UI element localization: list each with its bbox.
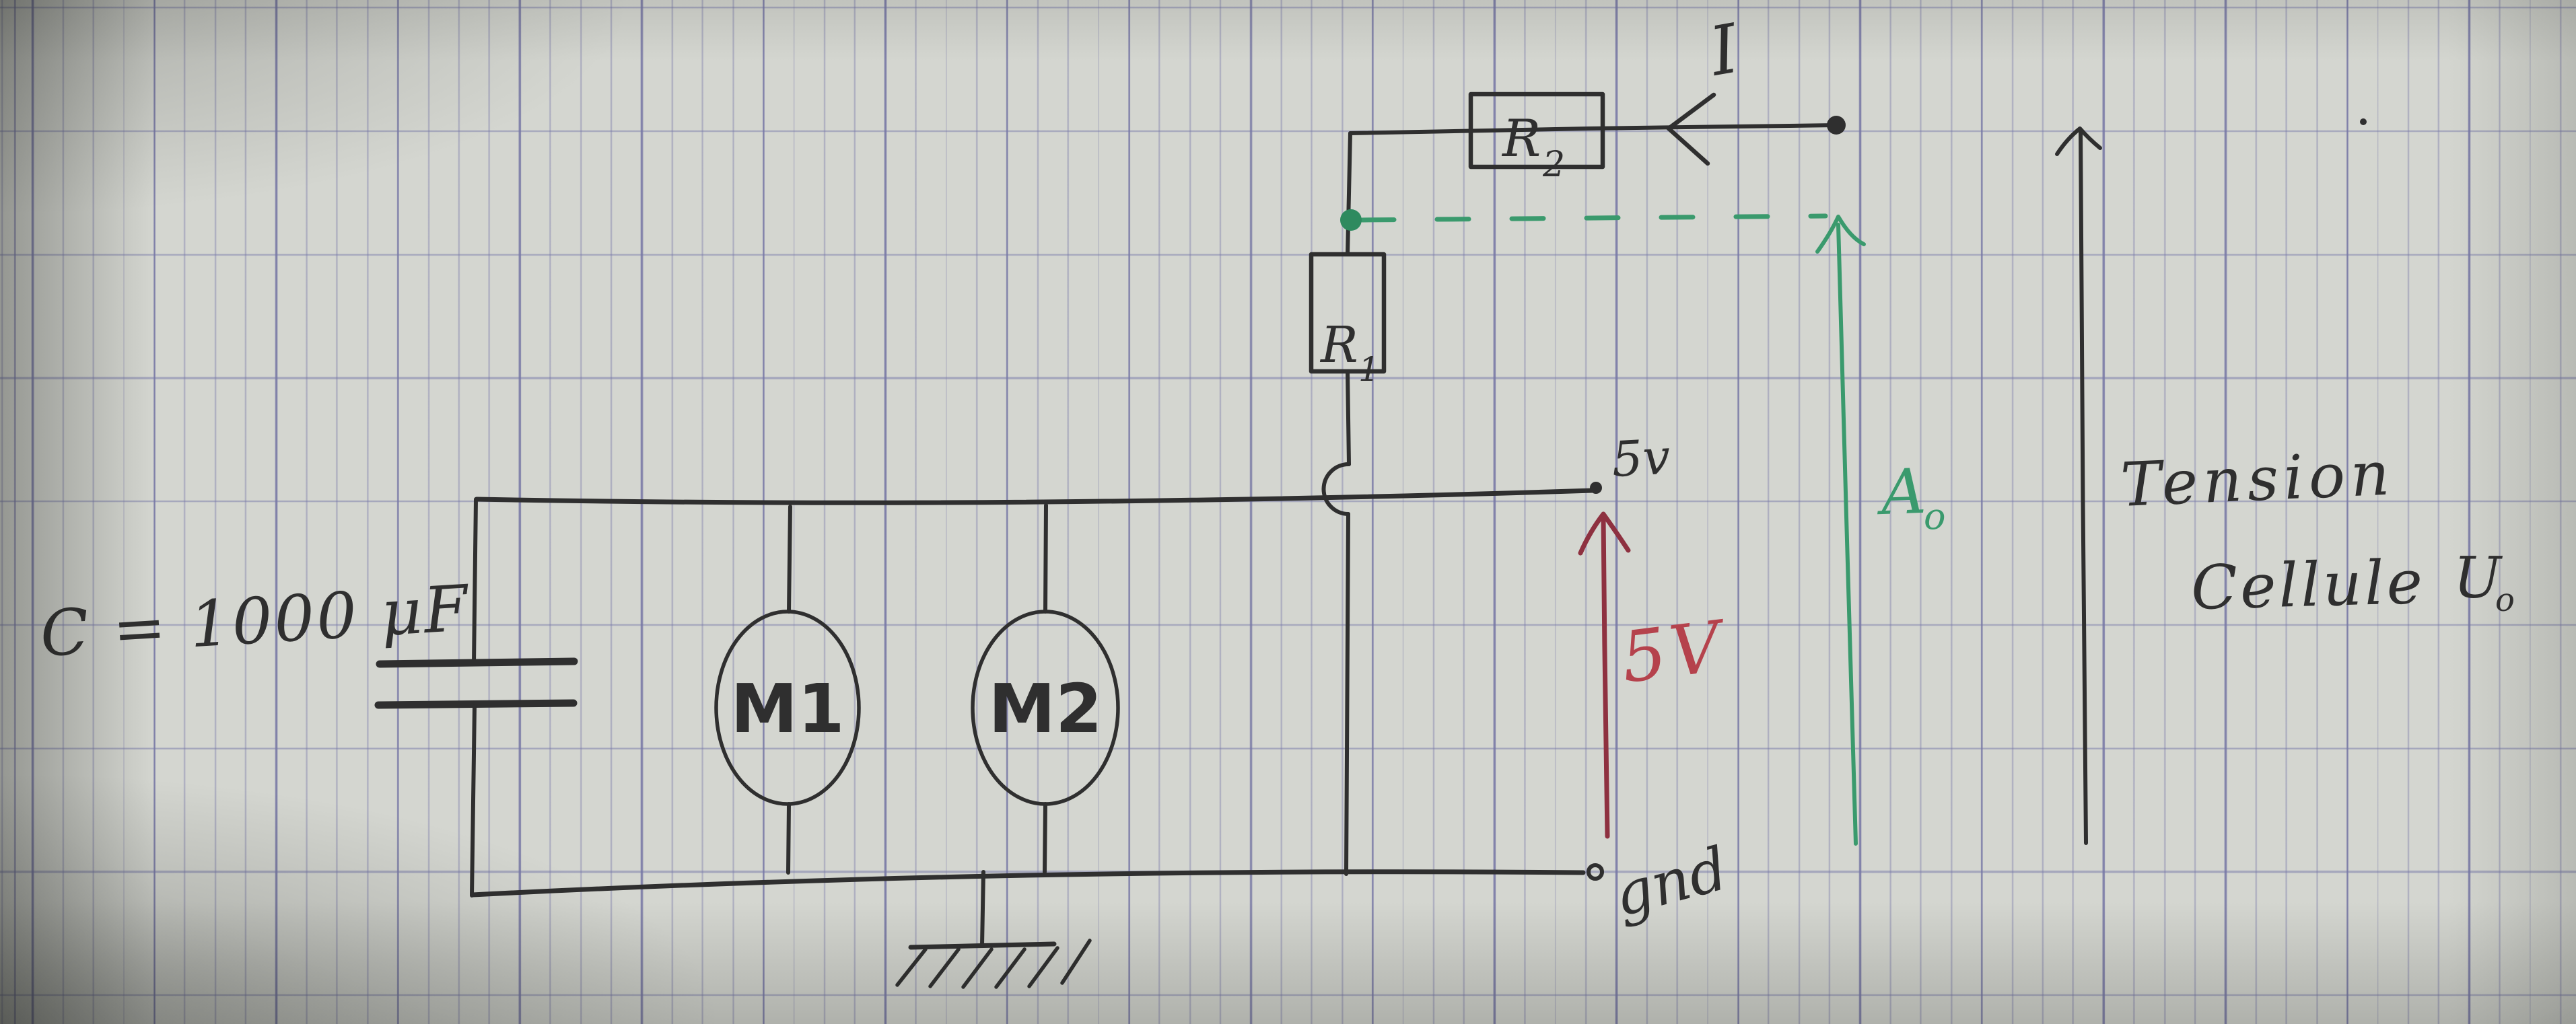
- analog-input-label-subscript: o: [1924, 495, 1946, 538]
- motor2-top-wire: [1043, 503, 1048, 614]
- red-labels: 5V: [1617, 605, 1731, 699]
- r1-label-base: R: [1319, 316, 1358, 374]
- r2-node-dot: [1827, 116, 1846, 135]
- motor1-top-wire: [787, 505, 792, 614]
- analog-probe-arrowhead: [1815, 215, 1866, 254]
- r2-label-subscript: 2: [1542, 145, 1565, 185]
- gnd-label: gnd: [1607, 834, 1735, 930]
- tension-caption-line2: Cellule: [2190, 547, 2426, 624]
- r1-wire-mid: [1346, 369, 1351, 466]
- cell-voltage-arrow-shaft: [2079, 128, 2088, 845]
- capacitor-plate-bottom: [374, 699, 578, 709]
- current-arrowhead: [1666, 92, 1716, 166]
- red-ink-strokes: [1578, 511, 1631, 839]
- ground-bar: [908, 941, 1057, 950]
- green-labels: A o: [1875, 455, 1945, 538]
- r1-wire-bottom: [1344, 512, 1350, 876]
- supply-arrowhead: [1578, 511, 1631, 556]
- node-5v-label: 5v: [1610, 429, 1671, 488]
- analog-probe-arrow-shaft: [1836, 223, 1858, 846]
- tension-caption-line1: Tension: [2119, 438, 2396, 521]
- r2-wire: [1348, 123, 1838, 135]
- cell-voltage-arrowhead: [2055, 126, 2102, 156]
- r2-box: [1468, 92, 1605, 170]
- r2-label-base: R: [1501, 108, 1541, 168]
- capacitor-bottom-stub: [470, 704, 477, 898]
- black-ink-dots: [1590, 116, 2367, 494]
- ink-speck: [2360, 118, 2367, 125]
- r1-wire-top: [1346, 131, 1352, 256]
- top-bus-wire: [474, 488, 1595, 505]
- u0-label-base: U: [2453, 545, 2503, 611]
- capacitor-plate-top: [376, 657, 578, 668]
- green-dashed-level-line: [1360, 213, 1828, 223]
- capacitor-value-label: C = 1000 μF: [38, 572, 472, 671]
- current-label: I: [1703, 9, 1746, 92]
- black-ink-strokes: [374, 92, 2102, 989]
- motor1-label: M1: [730, 669, 844, 748]
- motor2-label: M2: [988, 669, 1102, 748]
- bottom-bus-wire: [470, 869, 1586, 898]
- black-labels: C = 1000 μF M1 M2 R 1 R 2 I 5v gnd Tensi…: [38, 9, 2515, 930]
- crossover-hop: [1321, 462, 1351, 516]
- supply-5v-label: 5V: [1617, 605, 1731, 699]
- r1-label-subscript: 1: [1358, 350, 1380, 389]
- motor1-bottom-wire: [786, 802, 791, 875]
- u0-label-subscript: o: [2495, 581, 2515, 619]
- gnd-terminal-ring: [1587, 863, 1604, 881]
- ground-hatches: [895, 939, 1092, 989]
- ground-stub: [980, 870, 985, 947]
- node-5v-dot: [1590, 482, 1602, 494]
- green-ink-strokes: [1360, 213, 1866, 846]
- green-junction-dot: [1340, 209, 1362, 231]
- analog-input-label-base: A: [1875, 455, 1927, 529]
- supply-arrow-shaft: [1601, 514, 1610, 839]
- capacitor-top-stub: [472, 497, 478, 665]
